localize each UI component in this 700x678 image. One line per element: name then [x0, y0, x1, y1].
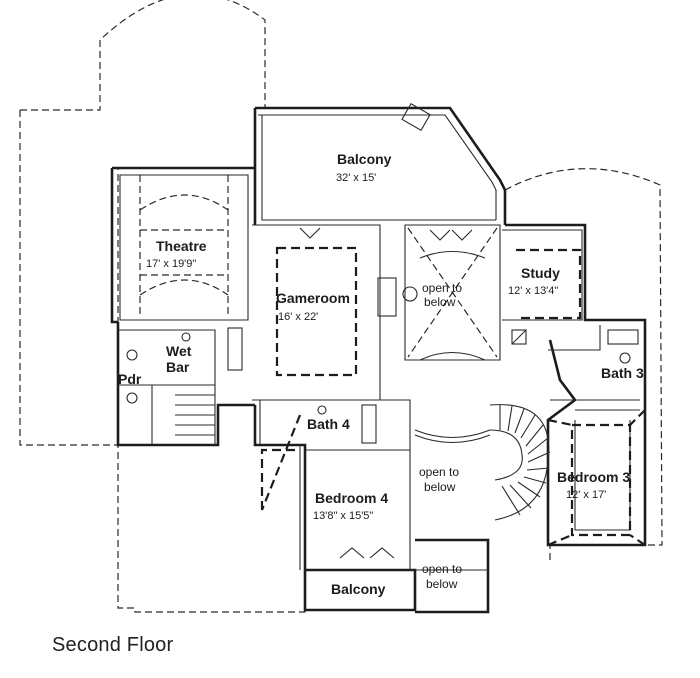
bedroom4-name: Bedroom 4	[315, 490, 388, 506]
open-note-upper-1: open to	[422, 281, 462, 295]
wet-bar-line1: Wet	[166, 343, 192, 359]
open-to-below-marker	[407, 227, 498, 358]
bedroom4-dims: 13'8" x 15'5"	[313, 510, 373, 522]
gameroom-name: Gameroom	[276, 290, 350, 306]
floor-caption: Second Floor	[52, 634, 174, 656]
open-note-middle-2: below	[424, 480, 456, 494]
open-note-lower-1: open to	[422, 562, 462, 576]
theatre-name: Theatre	[156, 238, 207, 254]
bath4-name: Bath 4	[307, 416, 350, 432]
interior-walls	[118, 114, 640, 571]
open-note-upper-2: below	[424, 295, 456, 309]
bath3-name: Bath 3	[601, 365, 644, 381]
bedroom3-dims: 12' x 17'	[566, 489, 606, 501]
ceiling-outlines	[139, 175, 646, 547]
bedroom3-name: Bedroom 3	[557, 469, 630, 485]
wet-bar-line2: Bar	[166, 359, 190, 375]
balcony-top-dims: 32' x 15'	[336, 172, 376, 184]
open-note-lower-2: below	[426, 577, 458, 591]
open-note-middle-1: open to	[419, 465, 459, 479]
room-labels: Balcony 32' x 15' Theatre 17' x 19'9" Ga…	[118, 151, 644, 597]
study-dims: 12' x 13'4"	[508, 285, 558, 297]
balcony-bottom-name: Balcony	[331, 581, 386, 597]
pdr-name: Pdr	[118, 371, 142, 387]
gameroom-dims: 16' x 22'	[278, 311, 318, 323]
fixtures	[126, 102, 639, 559]
balcony-top-name: Balcony	[337, 151, 392, 167]
study-name: Study	[521, 265, 560, 281]
theatre-dims: 17' x 19'9"	[146, 258, 196, 270]
staircase	[175, 384, 551, 521]
exterior-walls	[110, 106, 647, 614]
